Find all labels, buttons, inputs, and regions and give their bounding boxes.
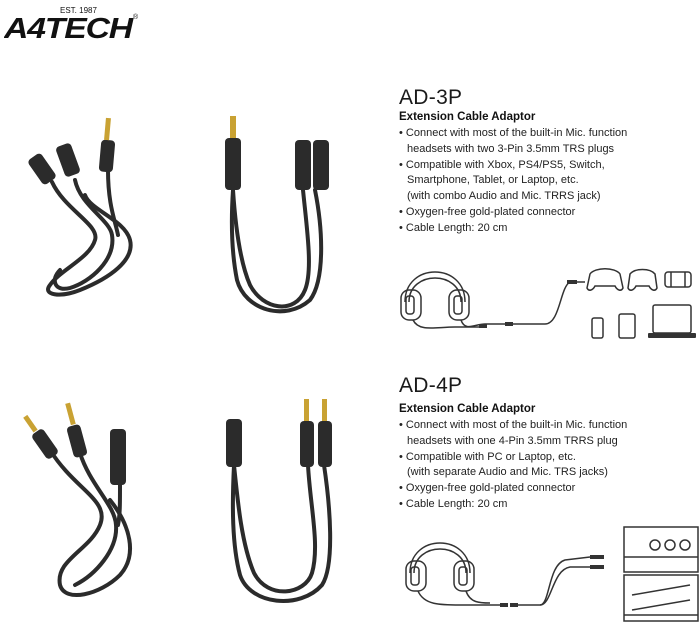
ad3p-model: AD-3P	[399, 86, 463, 109]
ad3p-feature: Oxygen-free gold-plated connector	[399, 205, 689, 221]
laptop-audio-ports-icon	[623, 574, 699, 622]
ad3p-subtitle: Extension Cable Adaptor	[399, 111, 536, 123]
headset-icon	[400, 271, 470, 321]
ad4p-connection-diagram	[405, 526, 699, 622]
brand-logo: EST. 1987 ® A4TECH	[3, 6, 144, 45]
ad3p-feature: Cable Length: 20 cm	[399, 221, 689, 237]
ad4p-feature: Connect with most of the built-in Mic. f…	[399, 418, 689, 450]
ad4p-feature: Oxygen-free gold-plated connector	[399, 481, 689, 497]
ad3p-photo-straight	[225, 116, 329, 314]
ad3p-feature-list: Connect with most of the built-in Mic. f…	[399, 126, 689, 237]
brand-registered: ®	[133, 13, 139, 21]
headset-icon	[405, 542, 475, 592]
ad3p-connection-diagram	[400, 268, 696, 339]
ad4p-feature: Compatible with PC or Laptop, etc.(with …	[399, 450, 689, 482]
ad3p-feature: Compatible with Xbox, PS4/PS5, Switch,Sm…	[399, 158, 689, 205]
ps-controller-icon	[627, 268, 658, 291]
tablet-icon	[618, 313, 636, 339]
ad4p-photo-straight	[226, 399, 333, 603]
phone-icon	[591, 317, 604, 339]
ad4p-feature-list: Connect with most of the built-in Mic. f…	[399, 418, 689, 513]
ad4p-subtitle: Extension Cable Adaptor	[399, 403, 536, 415]
brand-name: A4TECH	[4, 13, 134, 42]
ad4p-model: AD-4P	[399, 374, 463, 397]
ad4p-feature: Cable Length: 20 cm	[399, 497, 689, 513]
switch-icon	[664, 271, 692, 288]
ad4p-photo-looped	[23, 402, 133, 598]
brand-est: EST. 1987	[60, 6, 97, 15]
ad3p-feature: Connect with most of the built-in Mic. f…	[399, 126, 689, 158]
ad3p-photo-looped	[28, 117, 133, 297]
laptop-icon	[648, 304, 696, 338]
xbox-controller-icon	[586, 268, 624, 291]
pc-audio-ports-icon	[623, 526, 699, 573]
